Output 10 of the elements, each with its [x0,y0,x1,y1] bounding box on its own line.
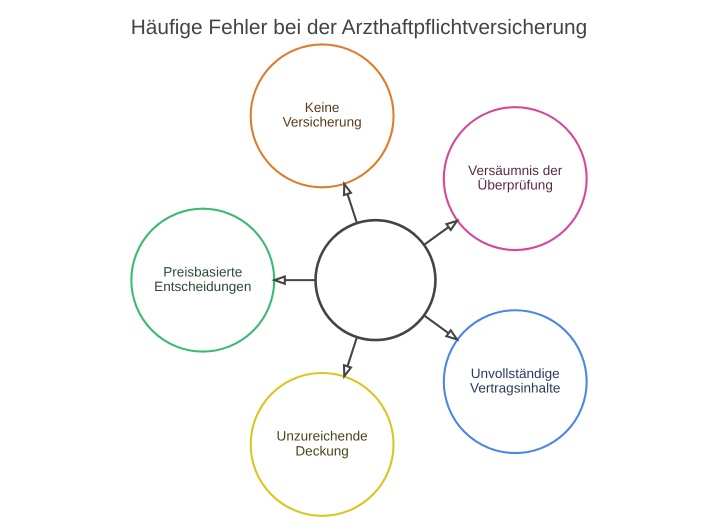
node-circle [314,218,437,341]
node-circle: Preisbasierte Entscheidungen [130,207,276,352]
node-circle: Unzureichende Deckung [250,371,395,516]
arrow [342,336,358,379]
arrow [271,274,316,285]
arrow [424,314,460,341]
diagram-title: Häufige Fehler bei der Arzthaftpflichtversicherung [130,16,588,39]
arrow [342,180,358,222]
node-circle: Keine Versicherung [250,42,395,188]
arrow [424,218,460,245]
